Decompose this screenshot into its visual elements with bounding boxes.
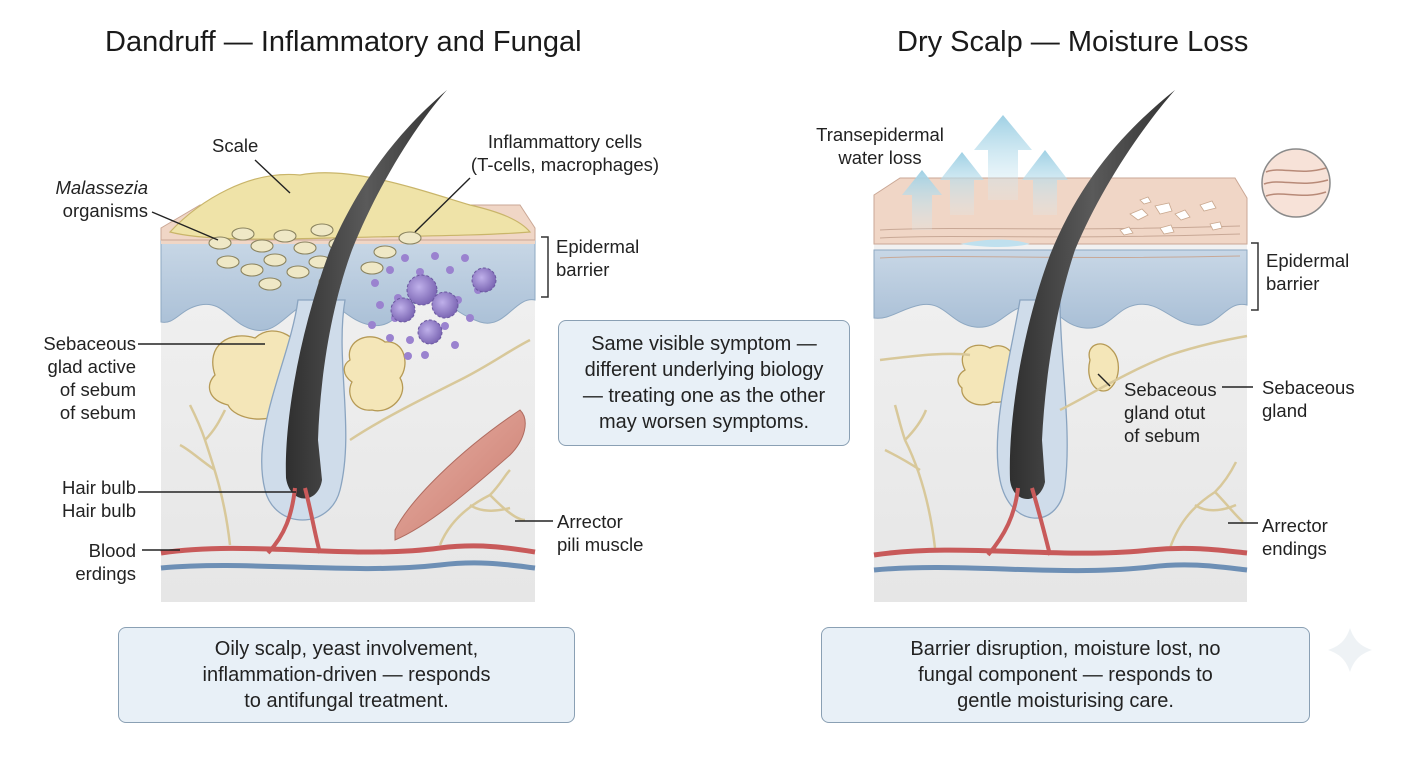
dandruff-skin-section	[138, 90, 553, 602]
left-panel-title: Dandruff — Inflammatory and Fungal	[105, 26, 582, 58]
label-arrector-endings: Arrector endings	[1262, 515, 1328, 559]
label-epidermal-barrier-right: Epidermal barrier	[1266, 250, 1350, 294]
inflammatory-cells	[368, 252, 497, 360]
right-panel-title: Dry Scalp — Moisture Loss	[897, 26, 1249, 58]
label-sebaceous-gland-left: Sebaceous glad active of sebum of sebum	[43, 333, 136, 423]
skin-layers-inset-icon	[1261, 148, 1331, 218]
dry-flakes	[1119, 196, 1223, 236]
label-inflammatory-cells: Inflammattory cells (T-cells, macrophage…	[470, 131, 660, 175]
label-transepidermal-water-loss: Transepidermal water loss	[816, 124, 944, 168]
leader-lines-right	[1097, 373, 1258, 524]
nerve-endings-right	[879, 334, 1248, 549]
label-sebaceous-gland-right: Sebaceous gland	[1262, 377, 1355, 421]
blood-vessel-red	[160, 543, 536, 556]
blood-vessel-blue	[160, 560, 536, 572]
hair-shaft-right	[1009, 90, 1175, 500]
label-hair-bulb: Hair bulb Hair bulb	[61, 477, 136, 521]
moisture-gap	[960, 239, 1030, 247]
caption-dry-scalp: Barrier disruption, moisture lost, no fu…	[821, 627, 1310, 723]
label-blood-endings: Blood erdings	[75, 540, 136, 584]
sebaceous-gland-right	[343, 336, 406, 412]
label-malassezia: Malassezia organisms	[55, 177, 148, 221]
blood-vessel-blue-right	[873, 562, 1248, 574]
bulb-capillaries-right	[986, 487, 1052, 557]
blood-vessel-red-right	[873, 545, 1248, 558]
malassezia-organisms	[208, 223, 422, 291]
sparkle-icon	[1328, 628, 1372, 672]
water-loss-arrows	[902, 115, 1068, 230]
sebaceous-gland-small-right	[1088, 343, 1119, 392]
center-note-box: Same visible symptom — different underly…	[558, 320, 850, 446]
epidermis	[160, 239, 536, 331]
dry-scalp-skin-section	[873, 90, 1331, 602]
bulb-capillaries	[266, 487, 322, 555]
caption-dandruff: Oily scalp, yeast involvement, inflammat…	[118, 627, 575, 723]
label-scale: Scale	[212, 135, 259, 156]
epidermal-bracket-left	[541, 236, 549, 298]
hair-shaft	[285, 90, 447, 499]
label-arrector-pili: Arrector pili muscle	[557, 511, 644, 555]
epidermal-bracket-right	[1251, 242, 1259, 311]
scale-flake	[168, 172, 532, 240]
label-sebaceous-output: Sebaceous gland otut of sebum	[1124, 379, 1217, 446]
leader-lines-left	[138, 159, 553, 551]
nerve-endings-left	[179, 338, 531, 546]
label-epidermal-barrier-left: Epidermal barrier	[556, 236, 640, 280]
arrector-pili-muscle	[394, 409, 526, 541]
